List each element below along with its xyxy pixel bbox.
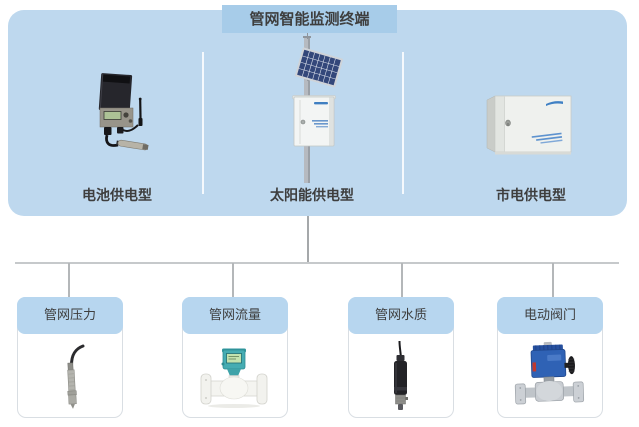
- connector-drop-flow: [232, 263, 234, 298]
- diagram-title: 管网智能监测终端: [222, 5, 397, 33]
- sensor-card-title: 电动阀门: [497, 297, 603, 334]
- panel-divider: [202, 52, 204, 194]
- solar-powered-terminal-icon: [292, 36, 344, 183]
- sensor-card-body: [183, 334, 287, 417]
- sensor-card-title: 管网流量: [182, 297, 288, 334]
- sensor-card-valve: 电动阀门: [497, 297, 603, 418]
- panel-divider: [402, 52, 404, 194]
- connector-horizontal: [15, 262, 619, 264]
- electric-valve-icon: [514, 341, 585, 404]
- battery-powered-terminal-icon: [98, 73, 149, 151]
- title-connector-line: [306, 33, 308, 39]
- connector-drop-valve: [552, 263, 554, 298]
- terminal-label-battery: 电池供电型: [82, 188, 152, 204]
- sensor-card-quality: 管网水质: [348, 297, 454, 418]
- terminal-label-mains: 市电供电型: [496, 188, 566, 204]
- sensor-card-title: 管网水质: [348, 297, 454, 334]
- sensor-card-body: [498, 334, 602, 417]
- terminal-label-solar: 太阳能供电型: [270, 188, 354, 204]
- sensor-card-title: 管网压力: [17, 297, 123, 334]
- sensor-card-body: [349, 334, 453, 417]
- water-quality-sensor-icon: [394, 340, 408, 410]
- mains-powered-terminal-icon: [486, 95, 572, 155]
- connector-center-drop: [307, 216, 309, 263]
- sensor-card-pressure: 管网压力: [17, 297, 123, 418]
- flow-meter-icon: [200, 348, 268, 408]
- connector-drop-quality: [401, 263, 403, 298]
- pressure-sensor-icon: [67, 344, 85, 409]
- sensor-card-body: [18, 334, 122, 417]
- sensor-card-flow: 管网流量: [182, 297, 288, 418]
- connector-drop-pressure: [68, 263, 70, 298]
